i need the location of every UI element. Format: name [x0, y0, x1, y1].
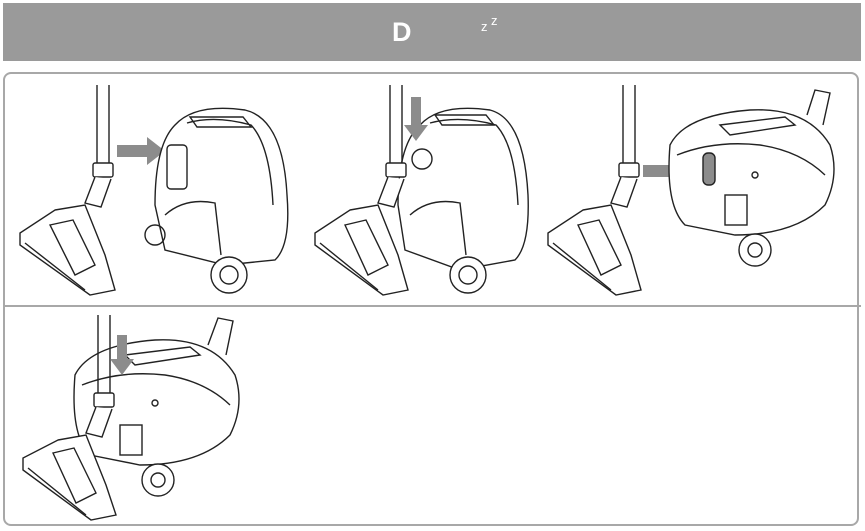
- svg-text:z: z: [481, 19, 488, 34]
- svg-text:z: z: [491, 13, 498, 28]
- header-bar: D z z: [3, 3, 861, 61]
- row-divider: [3, 305, 861, 307]
- sleep-moon-icon: z z: [464, 13, 498, 52]
- mode-letter: D: [392, 17, 412, 47]
- step-1-illustration: [15, 85, 295, 300]
- step-3-illustration: [545, 85, 845, 300]
- step-4-illustration: [20, 315, 270, 525]
- step-2-illustration: [310, 85, 540, 300]
- illustration-frame: [3, 72, 859, 526]
